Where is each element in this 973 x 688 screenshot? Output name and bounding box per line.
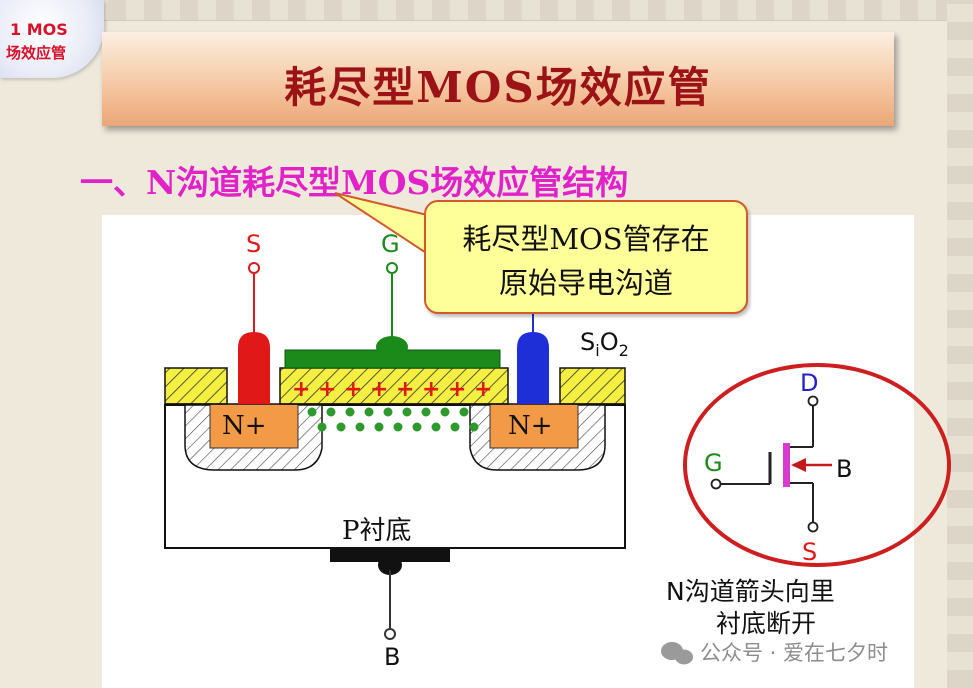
page-title: 耗尽型MOS场效应管 <box>284 63 712 112</box>
substrate-label: P衬底 <box>342 516 412 546</box>
svg-text:+: + <box>448 377 466 402</box>
channel-electrons <box>307 407 479 432</box>
callout-line-1: 耗尽型MOS管存在 <box>462 222 710 256</box>
oxide-layer-left <box>164 367 228 405</box>
symbol-note-line-1: N沟道箭头向里 <box>666 577 835 606</box>
callout-line-2: 原始导电沟道 <box>498 266 673 300</box>
wechat-icon <box>661 642 693 665</box>
svg-text:+: + <box>318 377 336 402</box>
oxide-label: SiO2 <box>580 328 629 360</box>
svg-text:+: + <box>292 377 310 402</box>
bulk-terminal-label: B <box>384 643 401 671</box>
symbol-highlight-circle <box>683 363 951 567</box>
oxide-positive-charges: + + + + + + + + <box>292 377 492 402</box>
source-terminal-label: S <box>246 230 262 258</box>
gate-contact-bump <box>376 336 408 358</box>
n-plus-label-left: N+ <box>222 411 267 441</box>
symbol-source-label: S <box>802 538 818 566</box>
svg-text:+: + <box>370 377 388 402</box>
gate-terminal-label: G <box>381 230 400 258</box>
svg-text:+: + <box>474 377 492 402</box>
oxide-layer-right <box>559 367 626 405</box>
svg-text:+: + <box>344 377 362 402</box>
title-banner: 耗尽型MOS场效应管 <box>102 32 894 126</box>
symbol-note-line-2: 衬底断开 <box>716 609 817 638</box>
svg-text:+: + <box>422 377 440 402</box>
symbol-bulk-label: B <box>836 455 853 483</box>
n-plus-region-right <box>489 403 579 449</box>
callout-box: 耗尽型MOS管存在 原始导电沟道 <box>424 200 748 314</box>
badge-number: 1 MOS <box>10 20 68 39</box>
source-terminal-pin <box>248 262 260 274</box>
symbol-drain-label: D <box>800 369 819 397</box>
symbol-gate-label: G <box>704 449 723 477</box>
decorative-border-top <box>0 0 973 21</box>
svg-text:+: + <box>396 377 414 402</box>
badge-topic: 场效应管 <box>6 44 67 62</box>
n-plus-label-right: N+ <box>508 411 553 441</box>
source-electrode <box>238 332 270 404</box>
bulk-terminal-pin <box>384 628 396 640</box>
gate-terminal-pin <box>386 262 398 274</box>
mosfet-schematic-symbol <box>710 395 832 533</box>
decorative-border-right <box>947 0 973 688</box>
watermark-text: 公众号 · 爱在七夕时 <box>700 641 889 665</box>
drain-electrode <box>517 332 549 404</box>
bulk-contact-bump <box>378 555 402 575</box>
section-subtitle: 一、N沟道耗尽型MOS场效应管结构 <box>80 163 629 202</box>
